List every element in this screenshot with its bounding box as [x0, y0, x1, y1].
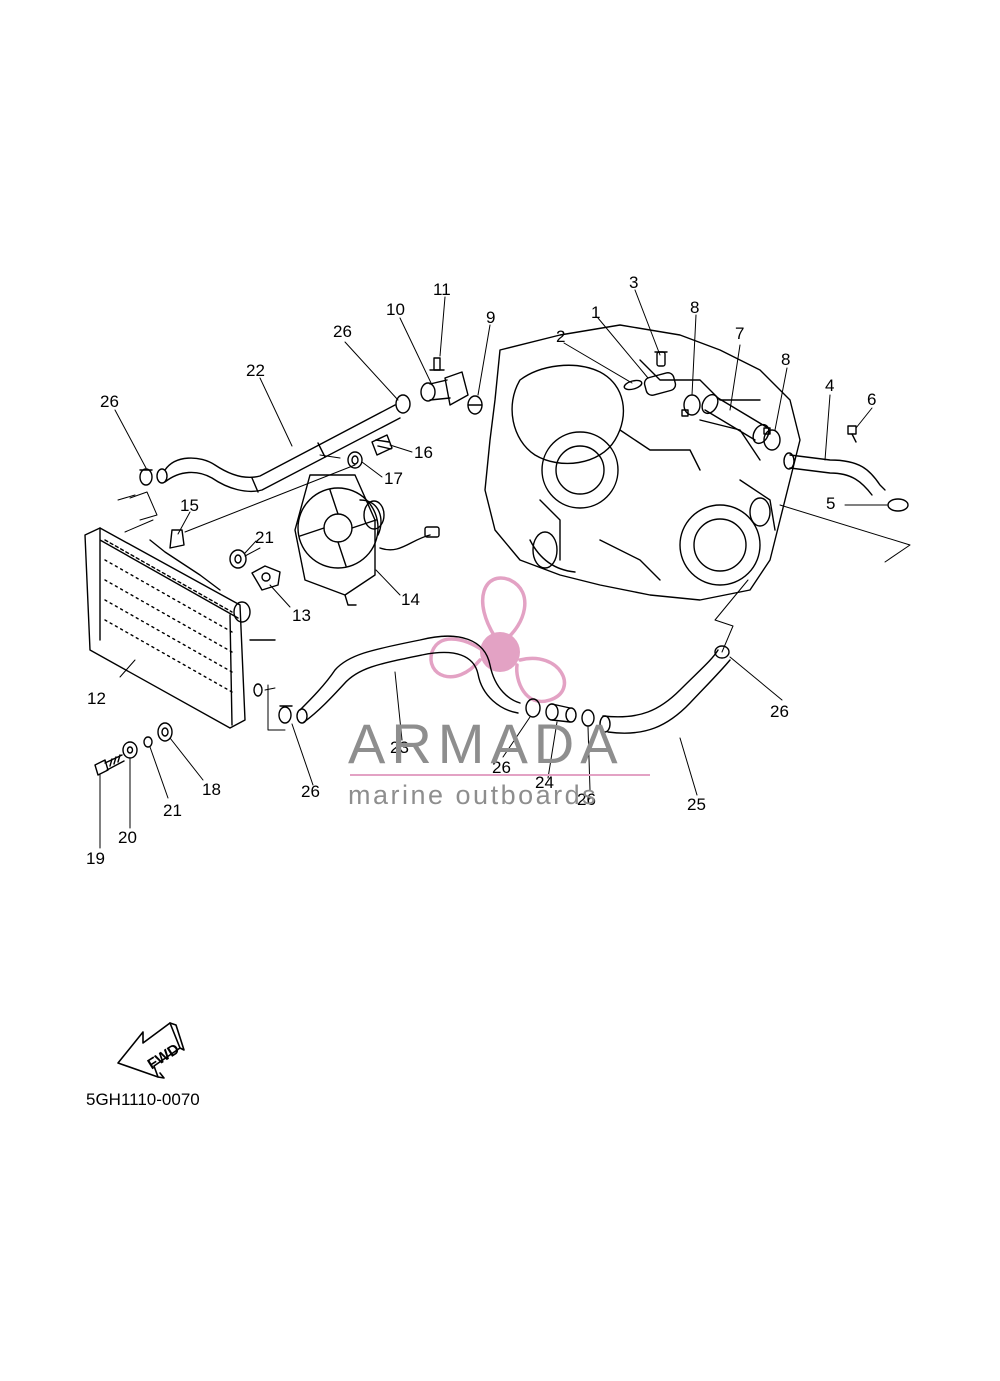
hose-clamp-26e	[581, 709, 595, 727]
joint-24	[545, 703, 577, 723]
callout-26d: 26	[492, 758, 511, 777]
bracket-15	[169, 529, 185, 549]
water-hose-25	[599, 649, 731, 734]
callout-2: 2	[556, 327, 566, 346]
water-hose-7	[701, 393, 770, 445]
grommet-18	[157, 722, 173, 742]
callout-14: 14	[401, 590, 420, 609]
collar-21b	[143, 736, 153, 748]
callout-8b: 8	[781, 350, 791, 369]
assembly-lines	[117, 454, 911, 731]
o-ring	[623, 379, 643, 391]
callout-15: 15	[180, 496, 199, 515]
collar-21a	[229, 549, 247, 569]
hose-clamp-26b	[139, 468, 153, 486]
callout-26b: 26	[100, 392, 119, 411]
hose-clamp-8b	[763, 427, 781, 451]
bolt-16	[371, 434, 393, 456]
callout-24: 24	[535, 773, 554, 792]
callout-18: 18	[202, 780, 221, 799]
fitting-9	[467, 395, 483, 415]
callout-26e: 26	[577, 790, 596, 809]
watermark-title: ARMADA	[348, 712, 624, 775]
fwd-arrow-icon: FWD	[117, 1022, 185, 1079]
engine-block	[484, 324, 801, 601]
hose-clamp-26c	[278, 705, 293, 724]
watermark-divider	[350, 774, 650, 776]
hose-clamp-26a	[395, 394, 411, 414]
cooling-fan-14	[294, 474, 440, 606]
watermark-subtitle: marine outboards	[348, 780, 599, 810]
callout-5: 5	[826, 494, 836, 513]
callout-25: 25	[687, 795, 706, 814]
hose-clamp-26d	[525, 698, 541, 718]
outlet-pipe	[643, 372, 677, 396]
washer-20	[122, 741, 138, 759]
thermostat-cover-10	[420, 371, 469, 406]
callout-1: 1	[591, 303, 601, 322]
bolt-11	[429, 357, 445, 371]
callout-17: 17	[384, 469, 403, 488]
hose-clamp-8a	[681, 394, 701, 417]
callout-21a: 21	[255, 528, 274, 547]
callout-9: 9	[486, 308, 496, 327]
callout-8a: 8	[690, 298, 700, 317]
bolt-3	[654, 351, 668, 367]
bolt-19	[94, 754, 125, 776]
callout-26c: 26	[301, 782, 320, 801]
callout-4: 4	[825, 376, 835, 395]
callout-20: 20	[118, 828, 137, 847]
callout-21b: 21	[163, 801, 182, 820]
o-ring-5	[887, 498, 909, 512]
radiator-cap-13	[251, 565, 281, 591]
callout-10: 10	[386, 300, 405, 319]
callout-3: 3	[629, 273, 639, 292]
leader-lines	[99, 289, 888, 849]
water-pipe-4	[783, 452, 886, 496]
diagram-code: 5GH1110-0070	[86, 1090, 200, 1109]
radiator-12	[84, 527, 276, 729]
callout-26a: 26	[333, 322, 352, 341]
callout-7: 7	[735, 324, 745, 343]
hose-clamp-26f	[714, 645, 730, 659]
callout-16: 16	[414, 443, 433, 462]
bolt-6	[847, 425, 857, 443]
watermark-propeller-logo	[429, 576, 567, 704]
washer-17	[347, 451, 363, 469]
callout-11: 11	[433, 280, 451, 299]
callout-23: 23	[390, 738, 409, 757]
callout-6: 6	[867, 390, 877, 409]
callout-12: 12	[87, 689, 106, 708]
callout-13: 13	[292, 606, 311, 625]
radiator-hose-22	[156, 404, 401, 493]
callout-22: 22	[246, 361, 265, 380]
callout-26f: 26	[770, 702, 789, 721]
radiator-hose-23	[296, 635, 521, 724]
callout-19: 19	[86, 849, 105, 868]
